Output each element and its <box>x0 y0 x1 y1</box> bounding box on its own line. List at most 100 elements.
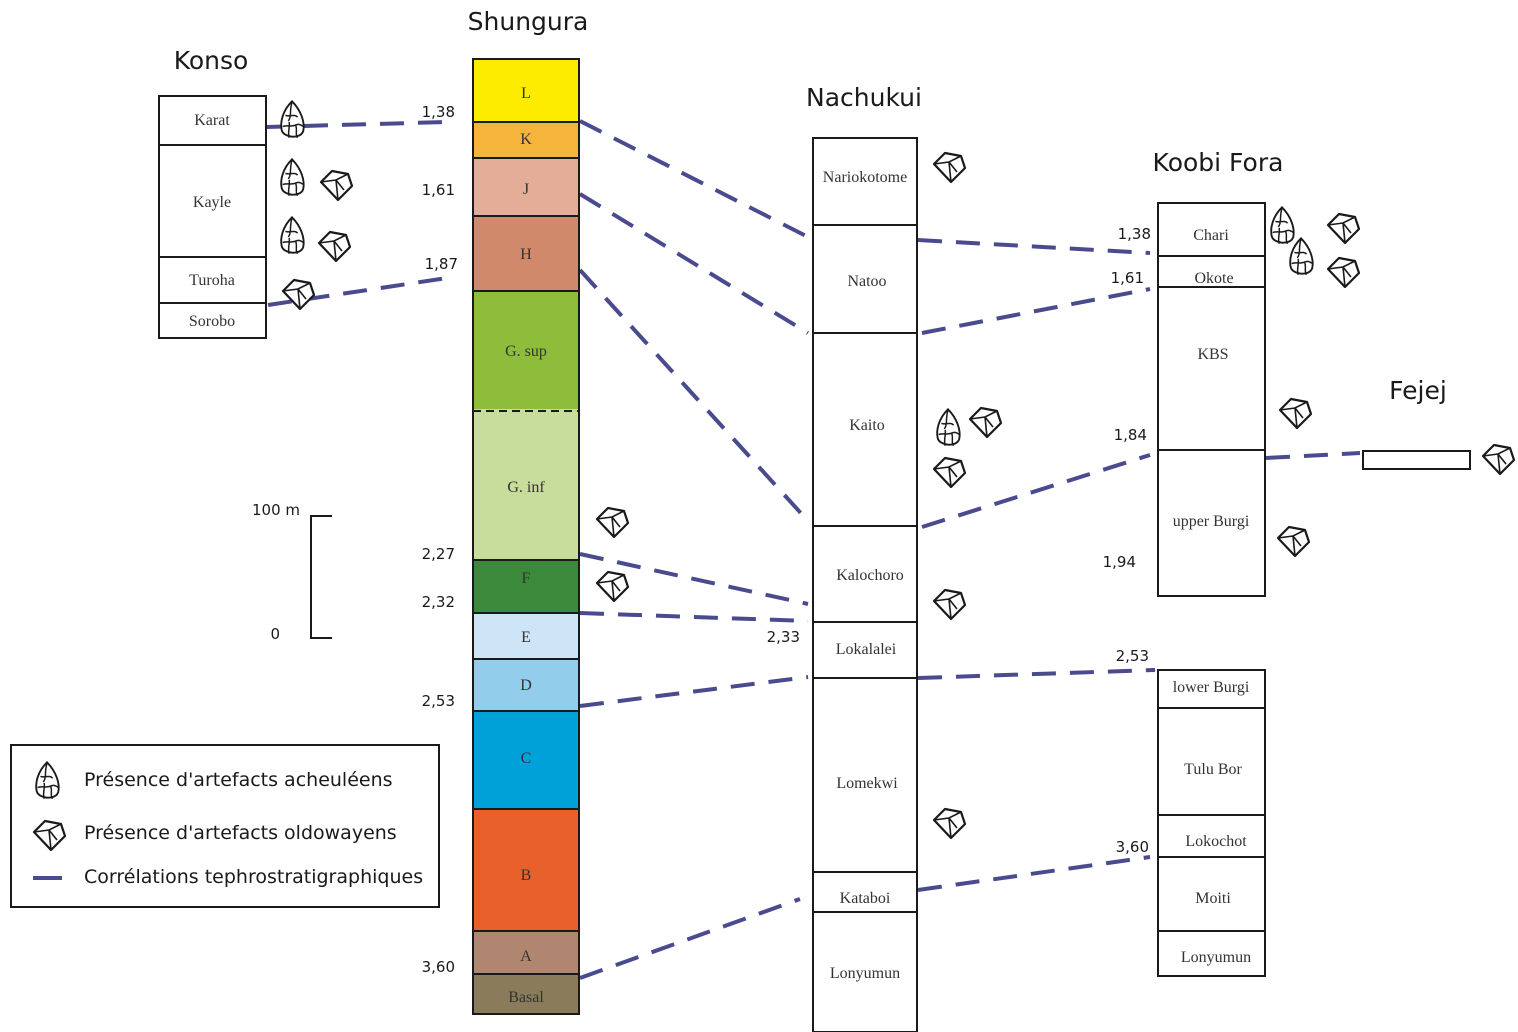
koobi-unit-upper-burgi: upper Burgi <box>1173 513 1250 530</box>
shungura-label-h: H <box>520 246 532 263</box>
handaxe-icon <box>280 100 305 139</box>
correlation-line <box>917 855 1151 892</box>
nachukui-unit-lokalalei: Lokalalei <box>836 641 897 658</box>
legend-acheulean-label: Présence d'artefacts acheuléens <box>84 769 393 791</box>
pebble-tool-icon <box>932 456 967 489</box>
koobi-unit-okote: Okote <box>1194 270 1233 287</box>
shungura-member-c <box>472 710 580 810</box>
legend: Présence d'artefacts acheuléens Présence… <box>10 744 440 908</box>
shungura-member-g-sup <box>472 290 580 412</box>
shungura-label-l: L <box>521 85 531 102</box>
shungura-member-basal <box>472 973 580 1015</box>
pebble-tool-icon <box>1326 256 1361 289</box>
handaxe-icon <box>1289 237 1314 276</box>
koobi-fora-upper-column: Chari Okote KBS upper Burgi <box>1157 202 1266 597</box>
age-label: 2,33 <box>767 628 800 646</box>
correlation-line <box>579 897 801 980</box>
age-label: 1,87 <box>425 255 458 273</box>
correlation-lines <box>265 119 1361 980</box>
correlation-line <box>921 287 1151 335</box>
scale-label-bottom: 0 <box>270 625 280 643</box>
pebble-tool-icon <box>595 506 630 539</box>
correlation-line <box>578 192 810 335</box>
scale-bar: 100 m 0 <box>252 501 332 643</box>
shungura-label-f: F <box>522 570 531 587</box>
pebble-tool-icon <box>968 406 1003 439</box>
correlation-line <box>265 120 448 129</box>
shungura-member-h <box>472 215 580 292</box>
shungura-member-a <box>472 930 580 975</box>
age-label: 2,32 <box>422 593 455 611</box>
handaxe-icon <box>1270 206 1295 245</box>
nachukui-unit-lomekwi: Lomekwi <box>836 775 898 792</box>
age-label: 3,60 <box>422 958 455 976</box>
correlation-line <box>267 276 448 307</box>
nachukui-unit-kataboi: Kataboi <box>840 890 891 907</box>
correlation-line <box>921 453 1151 529</box>
correlation-line <box>579 552 809 606</box>
age-label: 1,61 <box>422 181 455 199</box>
konso-column: Karat Kayle Turoha Sorobo <box>158 95 267 339</box>
shungura-title: Shungura <box>468 7 589 36</box>
nachukui-unit-kaito: Kaito <box>849 417 885 434</box>
scale-bracket <box>310 515 332 639</box>
pebble-tool-icon <box>317 230 352 263</box>
shungura-member-b <box>472 808 580 932</box>
nachukui-unit-lonyumun: Lonyumun <box>830 965 900 982</box>
age-label: 2,53 <box>422 692 455 710</box>
koobi-unit-kbs: KBS <box>1197 346 1228 363</box>
shungura-label-e: E <box>521 629 531 646</box>
correlation-line <box>579 675 809 708</box>
legend-box <box>10 744 440 908</box>
shungura-label-b: B <box>521 867 532 884</box>
age-labels: 1,38 1,61 1,87 2,27 2,32 2,53 3,60 2,33 … <box>422 103 1151 976</box>
koobi-unit-lokochot: Lokochot <box>1185 833 1247 850</box>
shungura-label-k: K <box>520 131 532 148</box>
correlation-line <box>917 238 1151 255</box>
konso-title: Konso <box>174 46 249 75</box>
konso-unit-turoha: Turoha <box>189 272 235 289</box>
age-label: 1,61 <box>1111 269 1144 287</box>
correlation-line <box>917 668 1156 680</box>
nachukui-unit-kalochoro: Kalochoro <box>836 567 904 584</box>
koobi-unit-moiti: Moiti <box>1195 890 1231 907</box>
fejej-column <box>1362 450 1471 470</box>
shungura-label-j: J <box>523 181 529 198</box>
pebble-tool-icon <box>595 570 630 603</box>
shungura-label-basal: Basal <box>508 989 544 1006</box>
pebble-tool-icon <box>319 169 354 202</box>
handaxe-icon <box>280 216 305 255</box>
age-label: 1,38 <box>422 103 455 121</box>
pebble-tool-icon <box>1481 443 1516 476</box>
koobi-unit-lonyumun: Lonyumun <box>1181 949 1251 966</box>
shungura-label-g-sup: G. sup <box>505 343 547 360</box>
shungura-member-f <box>472 559 580 614</box>
pebble-tool-icon <box>932 151 967 184</box>
koobi-fora-upper-frame <box>1157 202 1266 597</box>
konso-column-frame <box>158 95 267 339</box>
shungura-member-g-inf <box>472 410 580 561</box>
age-label: 1,94 <box>1103 553 1136 571</box>
age-label: 2,27 <box>422 545 455 563</box>
age-label: 2,53 <box>1116 647 1149 665</box>
correlation-line <box>579 119 815 242</box>
legend-oldowan-label: Présence d'artefacts oldowayens <box>84 822 397 844</box>
koobi-fora-lower-frame <box>1157 669 1266 977</box>
koobi-fora-lower-column: lower Burgi Tulu Bor Lokochot Moiti Lony… <box>1157 669 1266 977</box>
koobi-unit-tulu-bor: Tulu Bor <box>1184 761 1242 778</box>
correlation-line <box>578 268 810 523</box>
shungura-label-c: C <box>521 750 532 767</box>
shungura-label-g-inf: G. inf <box>507 479 545 496</box>
pebble-tool-icon <box>932 588 967 621</box>
correlation-line <box>579 611 809 623</box>
scale-label-top: 100 m <box>252 501 300 519</box>
pebble-tool-icon <box>932 807 967 840</box>
nachukui-unit-natoo: Natoo <box>847 273 886 290</box>
konso-unit-kayle: Kayle <box>193 194 231 211</box>
koobi-unit-lower-burgi: lower Burgi <box>1173 679 1250 696</box>
age-label: 1,84 <box>1114 426 1147 444</box>
age-label: 1,38 <box>1118 225 1151 243</box>
correlation-line <box>1265 451 1361 460</box>
